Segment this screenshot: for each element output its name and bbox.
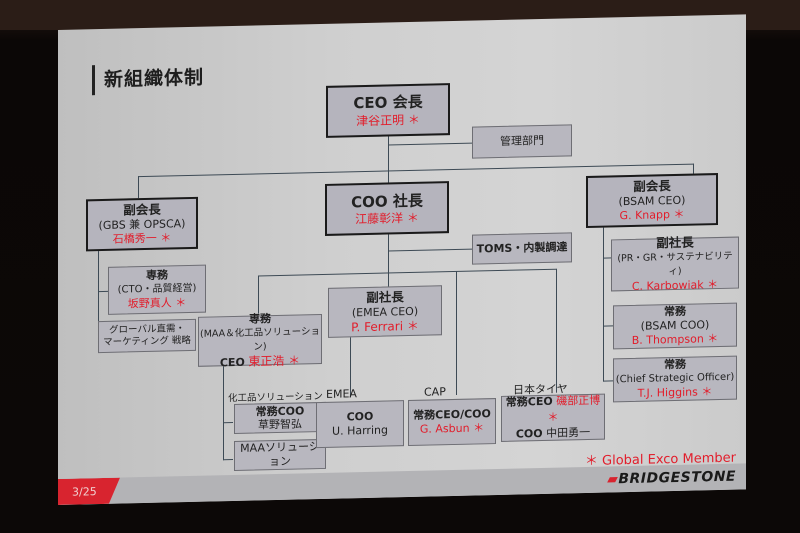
md-bsam-coo-title: 常務 <box>664 304 686 319</box>
senior-md-maa-box: 専務 (MAA＆化工品ソリューション) CEO 東正浩 ＊ <box>198 311 322 369</box>
connector <box>258 268 556 277</box>
connector <box>223 459 233 461</box>
evp-emea-name: P. Ferrari ＊ <box>351 318 419 335</box>
page-number: 3/25 <box>72 485 97 499</box>
maa-solution-box: MAAソリューション <box>234 438 326 472</box>
senior-md-maa-sub: (MAA＆化工品ソリューション) <box>200 325 320 353</box>
connector <box>603 221 604 382</box>
connector <box>98 239 99 330</box>
vice-chair-right-title: 副会長 <box>633 178 671 194</box>
coo-title: COO 社長 <box>351 191 423 211</box>
ceo-name: 津谷正明 ＊ <box>356 112 420 128</box>
admin-dept-label: 管理部門 <box>500 133 544 148</box>
logo-text: BRIDGESTONE <box>618 468 736 488</box>
japan-ceo-name: 磯部正博 ＊ <box>547 393 601 424</box>
evp-emea-box: 副社長 (EMEA CEO) P. Ferrari ＊ <box>328 285 442 338</box>
evp-emea-sub: (EMEA CEO) <box>351 304 419 320</box>
connector <box>603 325 613 327</box>
vice-chair-right-box: 副会長 (BSAM CEO) G. Knapp ＊ <box>586 173 718 229</box>
vice-chair-left-sub: (GBS 兼 OPSCA) <box>98 217 186 233</box>
global-marketing-box: グローバル直需・ マーケティング 戦略 <box>98 318 196 354</box>
maa-solution-label: MAAソリューション <box>240 440 320 469</box>
connector <box>223 366 224 461</box>
cap-box: 常務CEO/COO G. Asbun ＊ <box>408 398 496 447</box>
global-marketing-line2: マーケティング 戦略 <box>103 334 191 348</box>
connector <box>603 380 613 382</box>
md-cso-box: 常務 (Chief Strategic Officer) T.J. Higgin… <box>613 355 737 403</box>
senior-md-cto-name: 坂野真人 ＊ <box>127 296 187 311</box>
slide-title: 新組織体制 <box>104 66 205 91</box>
japan-ceo-role: 常務CEO <box>505 394 553 409</box>
senior-md-maa-name: 東正浩 ＊ <box>248 353 301 369</box>
title-accent-bar <box>92 65 95 96</box>
cap-label: CAP <box>424 385 446 399</box>
senior-md-maa-title: 専務 <box>249 311 271 326</box>
emea-label: EMEA <box>326 387 357 401</box>
connector <box>388 232 389 287</box>
vice-chair-left-name: 石橋秀一 ＊ <box>112 231 172 246</box>
senior-md-cto-box: 専務 (CTO・品質経営) 坂野真人 ＊ <box>108 264 206 315</box>
connector <box>388 142 472 146</box>
md-cso-sub: (Chief Strategic Officer) <box>615 371 735 386</box>
connector <box>258 275 259 314</box>
ceo-title: CEO 会長 <box>353 92 423 112</box>
evp-pr-name: C. Karbowiak ＊ <box>631 278 719 293</box>
chem-coo-box: 常務COO 草野智弘 <box>234 401 326 435</box>
japan-tire-box: 常務CEO 磯部正博 ＊ COO 中田勇一 <box>501 393 605 442</box>
connector <box>138 176 139 199</box>
japan-coo-name: 中田勇一 <box>546 425 591 440</box>
evp-pr-box: 副社長 (PR・GR・サステナビリティ) C. Karbowiak ＊ <box>611 234 739 293</box>
coo-box: COO 社長 江藤彰洋 ＊ <box>325 181 449 236</box>
chem-coo-title: 常務COO <box>255 404 305 419</box>
coo-name: 江藤彰洋 ＊ <box>355 210 419 226</box>
cap-name: G. Asbun ＊ <box>419 421 485 436</box>
admin-dept-box: 管理部門 <box>472 124 572 159</box>
senior-md-maa-role: CEO <box>219 355 245 369</box>
evp-pr-title: 副社長 <box>656 234 694 251</box>
connector <box>98 290 108 293</box>
emea-coo-title: COO <box>346 409 374 424</box>
md-cso-title: 常務 <box>664 357 686 372</box>
projected-slide: 新組織体制 CEO 会長 津谷正明 ＊ 管理部門 COO 社長 江藤彰洋 ＊ T… <box>58 14 746 506</box>
senior-md-cto-title: 専務 <box>146 268 168 283</box>
evp-pr-sub: (PR・GR・サステナビリティ) <box>617 250 733 278</box>
toms-label: TOMS・内製調達 <box>476 240 568 256</box>
connector <box>388 248 472 252</box>
vice-chair-left-title: 副会長 <box>123 201 161 218</box>
emea-coo-box: COO U. Harring <box>316 400 404 449</box>
slide-footer: 3/25 ▰BRIDGESTONE <box>58 463 746 505</box>
vice-chair-right-name: G. Knapp ＊ <box>619 207 685 223</box>
md-bsam-coo-name: B. Thompson ＊ <box>631 332 719 347</box>
connector <box>223 422 233 424</box>
connector <box>456 270 457 395</box>
evp-emea-title: 副社長 <box>366 289 404 306</box>
ceo-box: CEO 会長 津谷正明 ＊ <box>326 83 450 138</box>
emea-coo-name: U. Harring <box>332 423 388 438</box>
md-cso-name: T.J. Higgins ＊ <box>637 385 713 400</box>
vice-chair-left-box: 副会長 (GBS 兼 OPSCA) 石橋秀一 ＊ <box>86 196 198 252</box>
md-bsam-coo-box: 常務 (BSAM COO) B. Thompson ＊ <box>613 302 737 350</box>
connector <box>556 268 557 393</box>
toms-box: TOMS・内製調達 <box>472 232 572 265</box>
japan-coo-role: COO <box>515 427 543 441</box>
bridgestone-logo: ▰BRIDGESTONE <box>607 468 736 488</box>
chem-coo-name: 草野智弘 <box>258 417 302 432</box>
vice-chair-right-sub: (BSAM CEO) <box>618 193 686 209</box>
